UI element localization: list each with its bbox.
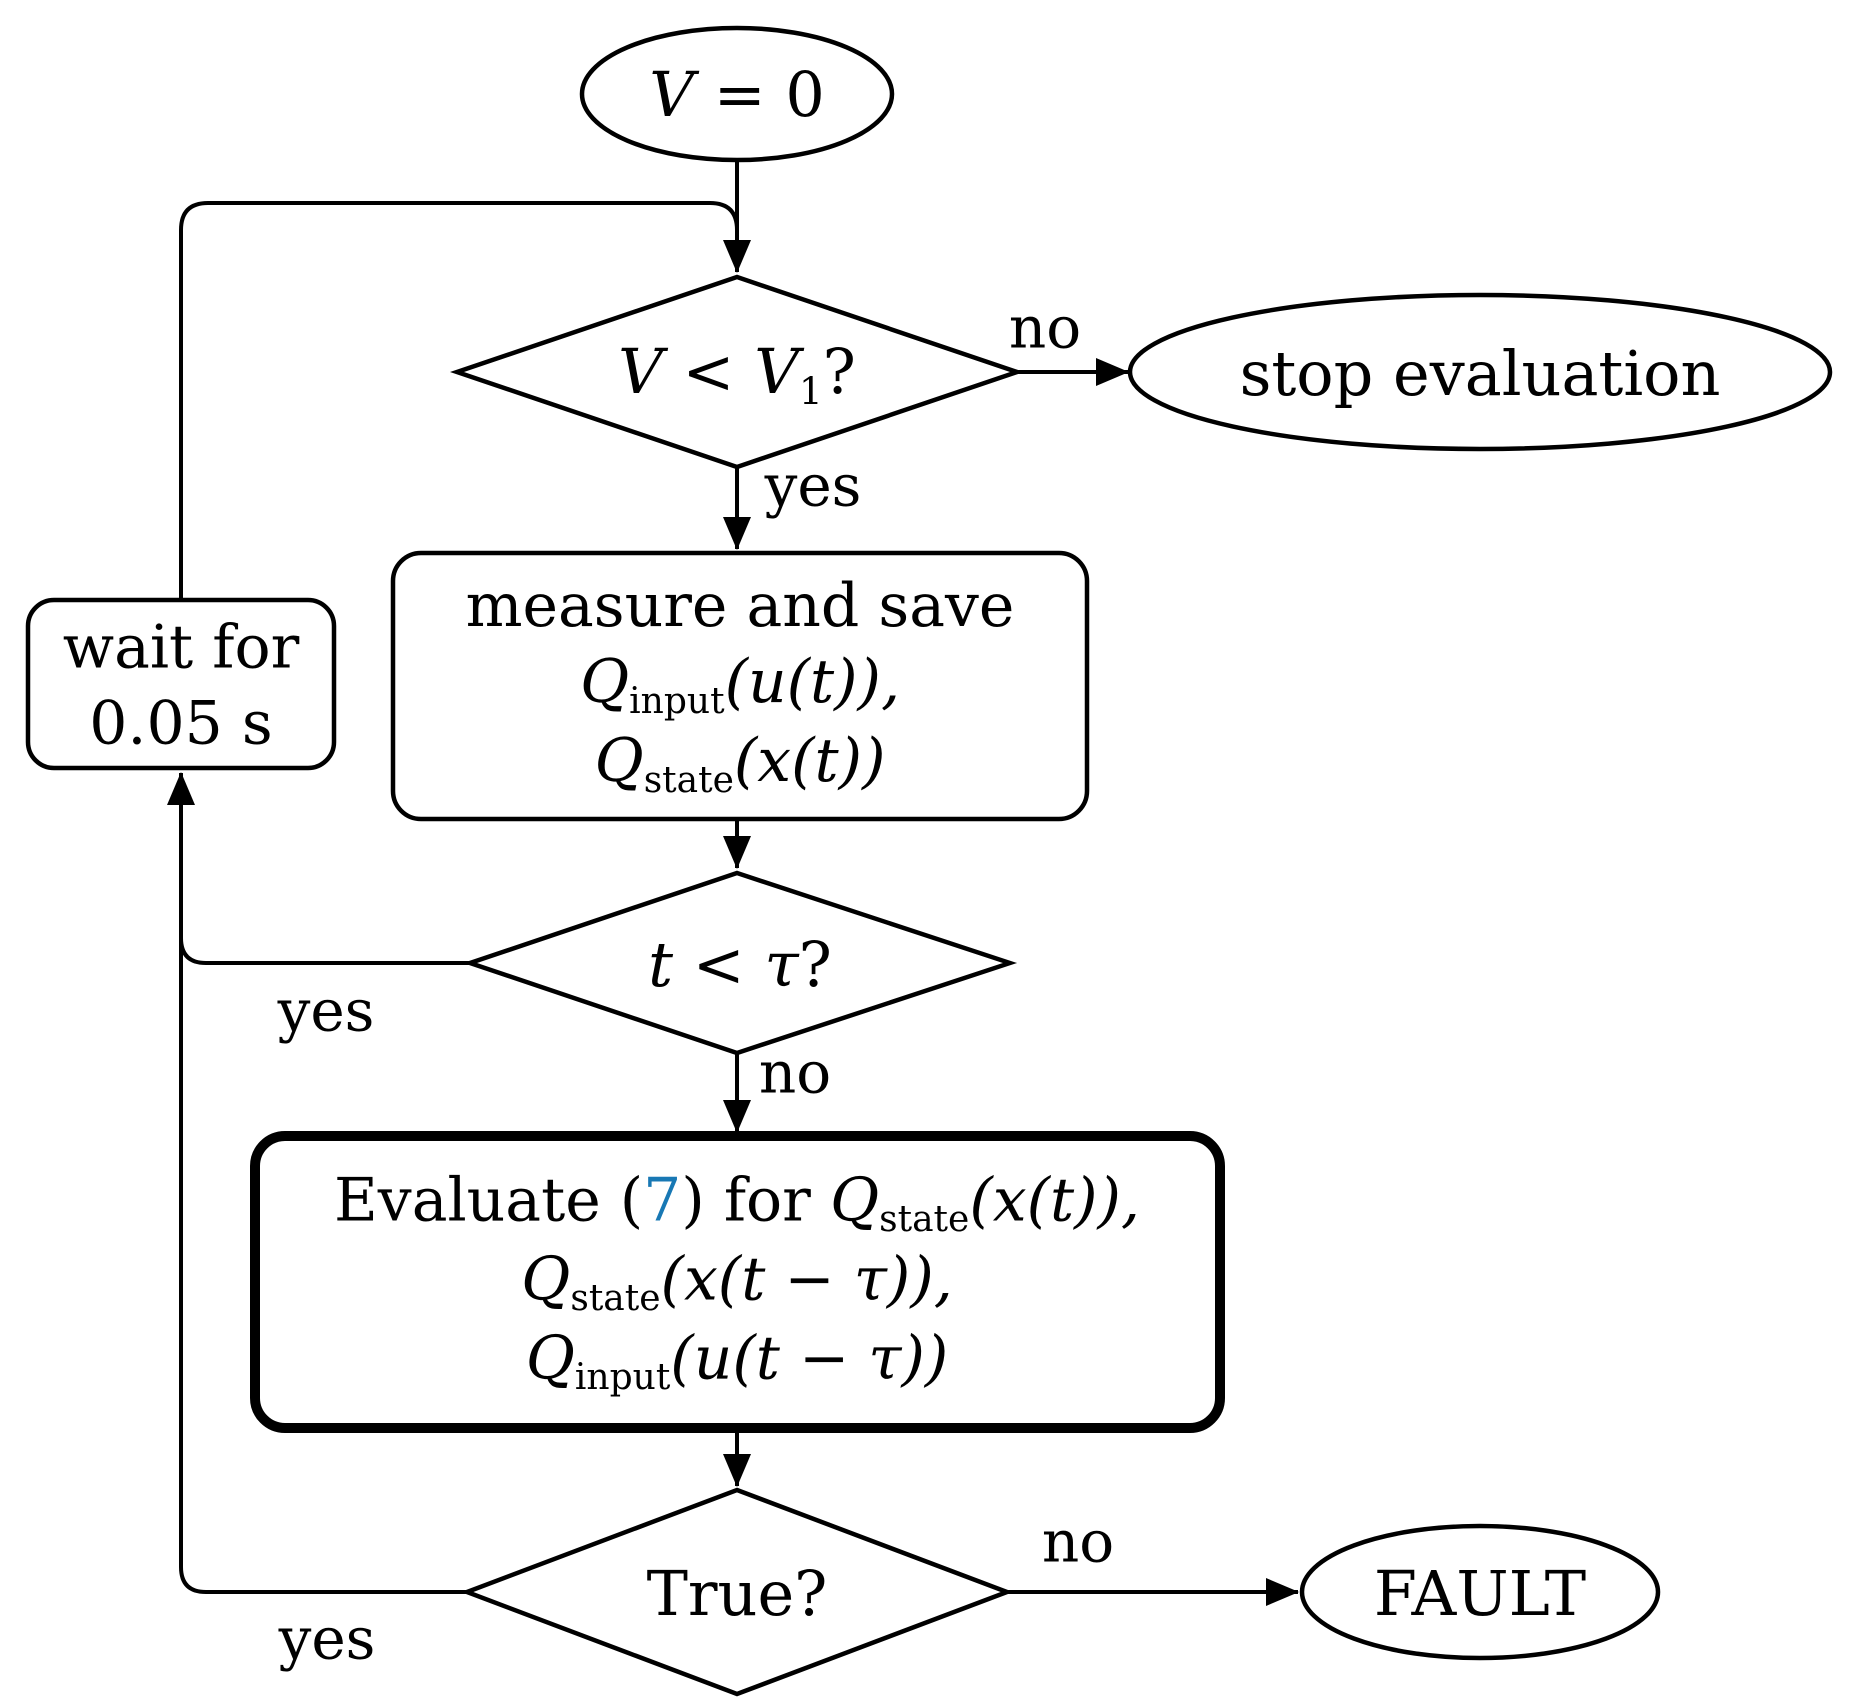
connector-decision-t-yes bbox=[179, 937, 470, 965]
wait-line-2: 0.05 s bbox=[89, 688, 273, 758]
edge-label-true-yes: yes bbox=[278, 1604, 376, 1673]
wait-line-1: wait for bbox=[62, 612, 300, 683]
evaluate-line-3: Qinput(u(t − τ)) bbox=[525, 1323, 949, 1399]
evaluate-node-label: Evaluate (7) for Qstate(x(t)), Qstate(x(… bbox=[334, 1163, 1140, 1400]
measure-line-2: Qinput(u(t)), bbox=[579, 646, 901, 722]
decision-true-shape bbox=[460, 1487, 1014, 1697]
decision-v-shape bbox=[449, 274, 1025, 470]
fault-node-label: FAULT bbox=[1373, 1556, 1587, 1630]
wait-node-shape bbox=[25, 597, 337, 771]
decision-v-label: V < V1? bbox=[618, 334, 856, 414]
measure-node-label: measure and save Qinput(u(t)), Qstate(x(… bbox=[466, 569, 1015, 803]
start-node-shape bbox=[579, 25, 895, 163]
evaluate-line-1: Evaluate (7) for Qstate(x(t)), bbox=[334, 1165, 1140, 1241]
stop-node-shape bbox=[1127, 292, 1833, 452]
edge-label-true-no: no bbox=[1041, 1507, 1115, 1576]
decision-t-shape bbox=[462, 870, 1018, 1056]
measure-line-1: measure and save bbox=[465, 571, 1015, 642]
wait-node-label: wait for 0.05 s bbox=[63, 610, 300, 761]
evaluate-line-2: Qstate(x(t − τ)), bbox=[521, 1244, 953, 1320]
evaluate-node-shape bbox=[250, 1131, 1225, 1433]
start-node-label: V = 0 bbox=[649, 57, 825, 131]
measure-node-shape bbox=[390, 550, 1090, 822]
fault-node-shape bbox=[1299, 1523, 1661, 1661]
edge-label-t-yes: yes bbox=[277, 976, 375, 1045]
decision-t-label: t < τ? bbox=[648, 927, 832, 1001]
decision-true-label: True? bbox=[646, 1556, 828, 1630]
equation-7-reference-link[interactable]: 7 bbox=[643, 1165, 682, 1236]
edge-label-v-no: no bbox=[1008, 293, 1082, 362]
connector-decision-true-yes-to-wait bbox=[167, 772, 467, 1594]
edge-label-t-no: no bbox=[758, 1038, 832, 1107]
stop-node-label: stop evaluation bbox=[1239, 336, 1721, 410]
connector-loop-top bbox=[179, 201, 739, 600]
measure-line-3: Qstate(x(t)) bbox=[594, 725, 886, 801]
edge-label-v-yes: yes bbox=[764, 451, 862, 520]
